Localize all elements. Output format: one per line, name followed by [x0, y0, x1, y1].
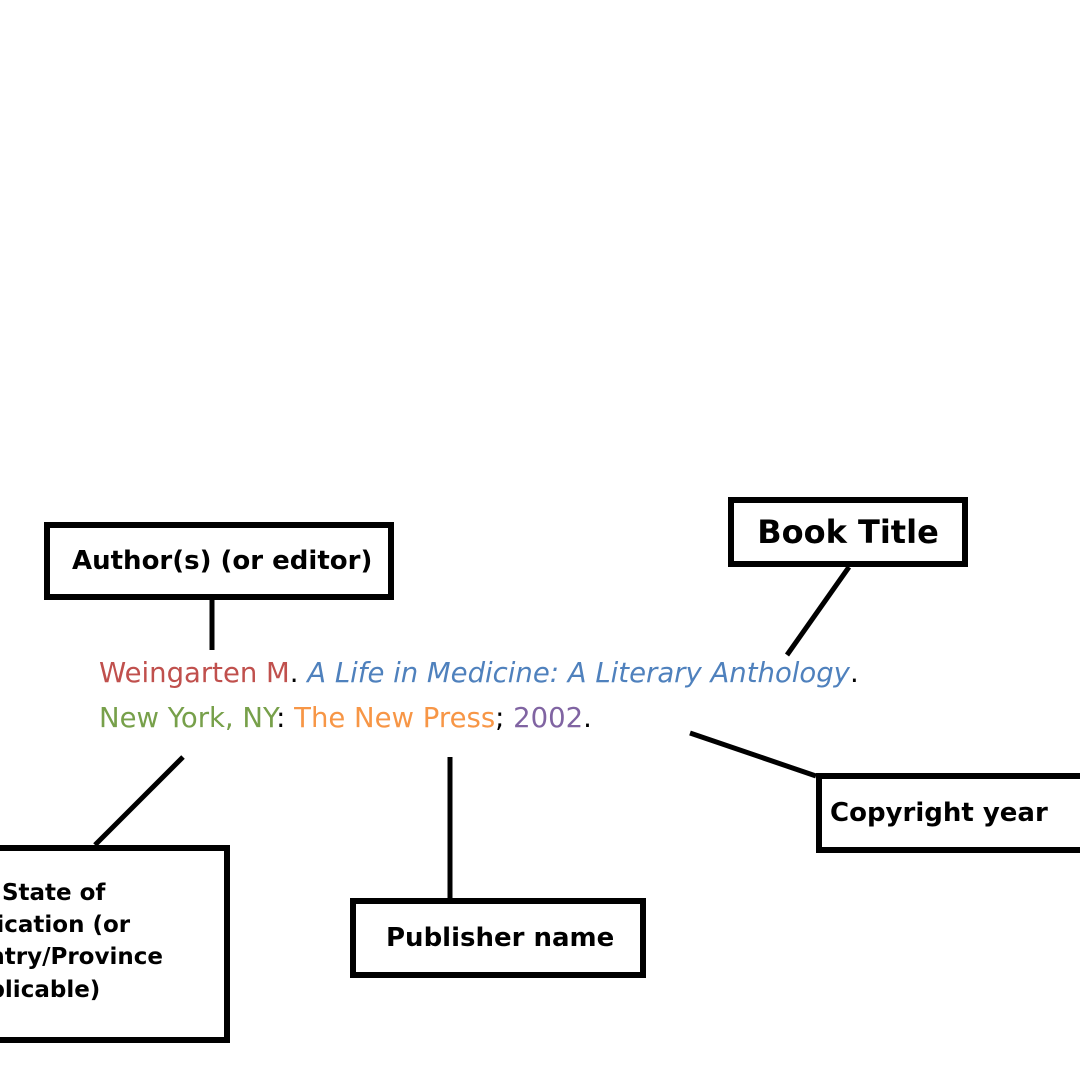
year-connector-line: [689, 730, 817, 779]
citation-line-2: New York, NY: The New Press; 2002.: [99, 702, 592, 734]
publisher-name-label-box: Publisher name: [350, 898, 646, 978]
place-of-publication-label: y, State of blication (or untry/Province…: [0, 880, 163, 1003]
citation-publisher: The New Press: [294, 702, 496, 734]
copyright-year-label: Copyright year: [830, 798, 1048, 828]
copyright-year-label-box: Copyright year: [816, 773, 1080, 853]
citation-place: New York, NY: [99, 702, 277, 734]
title-connector-line: [784, 565, 852, 657]
publisher-name-label: Publisher name: [386, 923, 615, 953]
citation-separator: ;: [495, 702, 514, 734]
book-title-label: Book Title: [757, 513, 939, 551]
book-title-label-box: Book Title: [728, 497, 968, 567]
citation-separator: .: [289, 657, 308, 689]
citation-line-1: Weingarten M. A Life in Medicine: A Lite…: [99, 657, 859, 689]
citation-author: Weingarten M: [99, 657, 290, 689]
citation-year: 2002: [513, 702, 584, 734]
citation-separator: .: [583, 702, 592, 734]
author-label-box: Author(s) (or editor): [44, 522, 394, 600]
citation-book-title: A Life in Medicine: A Literary Anthology: [307, 657, 850, 689]
place-connector-line: [93, 755, 185, 847]
place-of-publication-label-box: y, State of blication (or untry/Province…: [0, 845, 230, 1043]
citation-separator: .: [849, 657, 859, 689]
author-label: Author(s) (or editor): [72, 546, 373, 576]
citation-separator: :: [276, 702, 295, 734]
